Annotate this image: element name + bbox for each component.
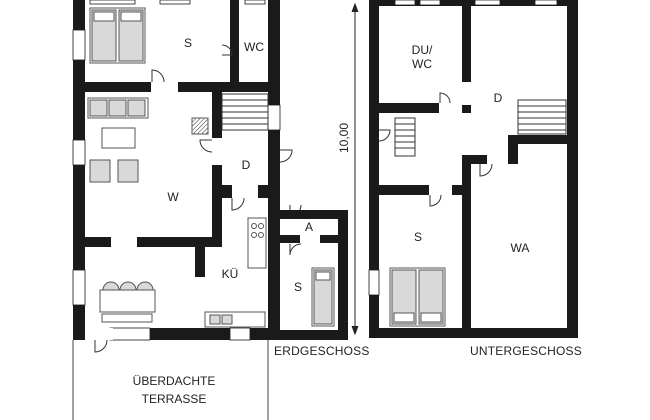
terrace-label-line2: TERRASSE — [141, 392, 207, 406]
room-label-wc: WC — [244, 40, 264, 54]
dimension-line — [351, 2, 359, 336]
untergeschoss-doors — [378, 92, 493, 207]
room-label-a: A — [304, 220, 314, 234]
room-label-du-wc-line2: WC — [411, 57, 432, 71]
caption-erdgeschoss: ERDGESCHOSS — [274, 344, 370, 358]
room-label-hall-d: D — [241, 158, 251, 172]
untergeschoss-stairs — [394, 99, 567, 157]
terrace-label: ÜBERDACHTE TERRASSE — [133, 372, 216, 408]
erdgeschoss-stairs — [221, 93, 269, 131]
erdgeschoss-doors — [94, 44, 302, 353]
untergeschoss-walls — [369, 0, 578, 338]
room-label-basement-bedroom: S — [413, 230, 423, 244]
untergeschoss-windows — [368, 0, 558, 296]
annex-walls — [280, 210, 348, 340]
erdgeschoss-windows — [72, 0, 281, 341]
terrace-label-line1: ÜBERDACHTE — [132, 374, 216, 388]
room-label-basement-d: D — [493, 91, 503, 105]
room-label-wa: WA — [510, 241, 530, 255]
room-label-living: W — [167, 190, 179, 204]
room-label-small-bedroom: S — [293, 280, 303, 294]
room-label-du-wc-line1: DU/ — [411, 43, 433, 57]
room-label-kitchen: KÜ — [221, 267, 239, 281]
room-label-bedroom: S — [183, 36, 193, 50]
untergeschoss-furniture — [389, 267, 446, 327]
dimension-label: 10,00 — [337, 122, 351, 154]
terrace-outline — [72, 340, 269, 420]
caption-untergeschoss: UNTERGESCHOSS — [470, 344, 582, 358]
erdgeschoss-furniture — [87, 7, 335, 328]
room-label-du-wc: DU/ WC — [412, 43, 433, 71]
